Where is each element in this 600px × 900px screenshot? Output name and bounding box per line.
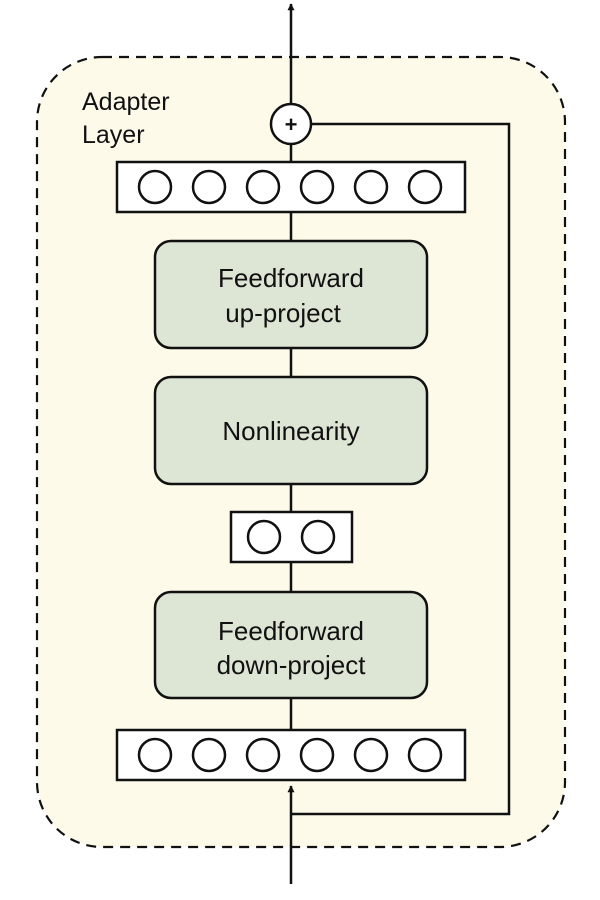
nonlinearity-block	[153, 375, 429, 486]
input-vector-unit-1	[137, 737, 173, 773]
down-project-label-line2: down-project	[217, 650, 367, 680]
input-vector-unit-2	[191, 737, 227, 773]
down-project-label-line1: Feedforward	[218, 616, 364, 646]
residual-add-symbol: +	[285, 112, 298, 137]
up-project-block	[153, 239, 429, 350]
input-vector-unit-6	[407, 737, 443, 773]
adapter-title-line2: Layer	[82, 121, 145, 149]
output-vector-unit-5	[353, 169, 389, 205]
residual-add-node	[269, 102, 313, 146]
output-vector-box	[115, 160, 467, 214]
input-vector	[115, 728, 467, 782]
bottleneck-vector-unit-1	[246, 519, 282, 555]
output-vector-unit-3	[245, 169, 281, 205]
input-vector-unit-4	[299, 737, 335, 773]
residual-connection	[291, 122, 511, 816]
output-vector-unit-1	[137, 169, 173, 205]
input-vector-box	[115, 728, 467, 782]
up-project-label-line2: up-project	[225, 298, 341, 328]
nonlinearity-label: Nonlinearity	[222, 416, 359, 446]
output-vector-unit-4	[299, 169, 335, 205]
down-project-block	[153, 590, 429, 700]
output-vector-unit-2	[191, 169, 227, 205]
adapter-title-line1: Adapter	[82, 88, 170, 116]
bottleneck-vector	[229, 510, 354, 564]
input-vector-unit-5	[353, 737, 389, 773]
up-project-label-line1: Feedforward	[218, 263, 364, 293]
output-vector-unit-6	[407, 169, 443, 205]
input-vector-unit-3	[245, 737, 281, 773]
bottleneck-vector-unit-2	[300, 519, 336, 555]
output-vector	[115, 160, 467, 214]
